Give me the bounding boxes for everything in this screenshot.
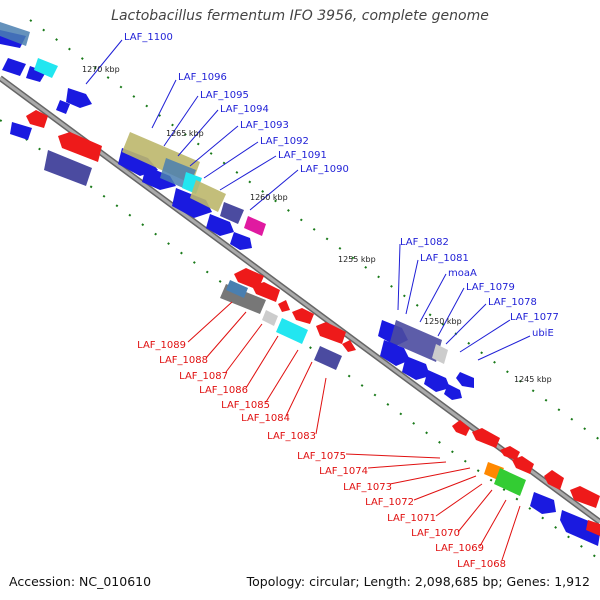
- reverse-gene: [26, 110, 48, 128]
- gene-label[interactable]: LAF_1091: [278, 150, 327, 161]
- reverse-leader-lines: [187, 301, 521, 561]
- gene-label[interactable]: LAF_1100: [124, 32, 173, 43]
- forward-gene: [10, 122, 32, 140]
- accession-text: Accession: NC_010610: [9, 574, 152, 589]
- gene-label[interactable]: LAF_1095: [200, 90, 249, 101]
- forward-gene: [56, 100, 70, 114]
- forward-genes: [0, 30, 600, 546]
- reverse-gene: [544, 470, 564, 490]
- forward-gene: [424, 370, 450, 392]
- reverse-gene: [586, 520, 600, 536]
- block-lightgray: [262, 310, 278, 326]
- forward-gene: [456, 372, 474, 388]
- gene-label[interactable]: LAF_1068: [457, 559, 506, 570]
- feature-blocks: [0, 22, 526, 496]
- gene-label[interactable]: LAF_1096: [178, 72, 227, 83]
- gene-label[interactable]: LAF_1070: [411, 528, 460, 539]
- topology-text: Topology: circular; Length: 2,098,685 bp…: [246, 574, 590, 589]
- gene-label[interactable]: LAF_1073: [343, 482, 392, 493]
- gene-label[interactable]: LAF_1094: [220, 104, 269, 115]
- gene-label[interactable]: LAF_1069: [435, 543, 484, 554]
- forward-gene: [2, 58, 26, 76]
- gene-label[interactable]: LAF_1078: [488, 297, 537, 308]
- block-cyan: [34, 58, 58, 78]
- forward-gene: [530, 492, 556, 514]
- tick-label: 1270 kbp: [82, 65, 120, 74]
- tick-label: 1255 kbp: [338, 255, 376, 264]
- forward-gene: [66, 88, 92, 108]
- gene-label[interactable]: LAF_1088: [159, 355, 208, 366]
- reverse-gene: [278, 300, 290, 312]
- block-slateblue: [44, 150, 92, 186]
- reverse-gene: [252, 282, 280, 302]
- forward-gene: [172, 188, 212, 218]
- gene-label[interactable]: LAF_1087: [179, 371, 228, 382]
- gene-label[interactable]: LAF_1075: [297, 451, 346, 462]
- tick-label: 1260 kbp: [250, 193, 288, 202]
- forward-gene: [206, 214, 234, 236]
- reverse-gene: [452, 420, 470, 436]
- forward-gene: [380, 340, 410, 366]
- reverse-gene: [512, 456, 534, 474]
- block-magenta: [244, 216, 266, 236]
- reverse-gene: [570, 486, 600, 508]
- block-steelblue: [0, 22, 30, 46]
- forward-gene: [444, 384, 462, 400]
- reverse-gene: [500, 446, 520, 460]
- reverse-gene: [58, 132, 102, 162]
- tick-label: 1250 kbp: [424, 317, 462, 326]
- reverse-gene: [342, 340, 356, 352]
- block-lightgray: [432, 344, 448, 364]
- block-cyan: [276, 318, 308, 344]
- forward-gene: [560, 510, 600, 546]
- gene-label[interactable]: LAF_1083: [267, 431, 316, 442]
- gene-label[interactable]: LAF_1071: [387, 513, 436, 524]
- forward-gene: [402, 356, 430, 380]
- reverse-gene: [316, 322, 346, 344]
- reverse-gene: [472, 428, 500, 448]
- gene-label[interactable]: LAF_1082: [400, 237, 449, 248]
- gene-label[interactable]: LAF_1089: [137, 340, 186, 351]
- forward-gene: [230, 232, 252, 250]
- gene-label[interactable]: LAF_1086: [199, 385, 248, 396]
- block-khaki: [190, 180, 226, 212]
- tick-label: 1245 kbp: [514, 375, 552, 384]
- block-steelblue: [226, 280, 248, 298]
- map-title: Lactobacillus fermentum IFO 3956, comple…: [111, 8, 489, 24]
- block-slateblue: [390, 320, 442, 362]
- gene-label[interactable]: LAF_1081: [420, 253, 469, 264]
- block-slateblue: [220, 202, 244, 224]
- gene-label[interactable]: LAF_1072: [365, 497, 414, 508]
- block-slateblue: [314, 346, 342, 370]
- gene-label[interactable]: ubiE: [532, 328, 554, 339]
- gene-label[interactable]: LAF_1074: [319, 466, 368, 477]
- forward-gene: [26, 66, 46, 82]
- gene-label[interactable]: moaA: [448, 268, 477, 279]
- kbp-tick-labels: 1270 kbp 1265 kbp 1260 kbp 1255 kbp 1250…: [82, 65, 552, 384]
- block-green: [494, 468, 526, 496]
- forward-gene: [142, 166, 176, 190]
- tick-label: 1265 kbp: [166, 129, 204, 138]
- reverse-gene: [292, 308, 314, 324]
- forward-leader-lines: [85, 39, 531, 361]
- reverse-genes: [26, 110, 600, 536]
- reverse-gene-labels: LAF_1089 LAF_1088 LAF_1087 LAF_1086 LAF_…: [137, 340, 506, 570]
- forward-gene-labels: LAF_1100 LAF_1096 LAF_1095 LAF_1094 LAF_…: [124, 32, 559, 339]
- gene-label[interactable]: LAF_1079: [466, 282, 515, 293]
- gene-label[interactable]: LAF_1092: [260, 136, 309, 147]
- gene-label[interactable]: LAF_1093: [240, 120, 289, 131]
- gene-label[interactable]: LAF_1077: [510, 312, 559, 323]
- gene-label[interactable]: LAF_1084: [241, 413, 290, 424]
- gene-label[interactable]: LAF_1090: [300, 164, 349, 175]
- gene-label[interactable]: LAF_1085: [221, 400, 270, 411]
